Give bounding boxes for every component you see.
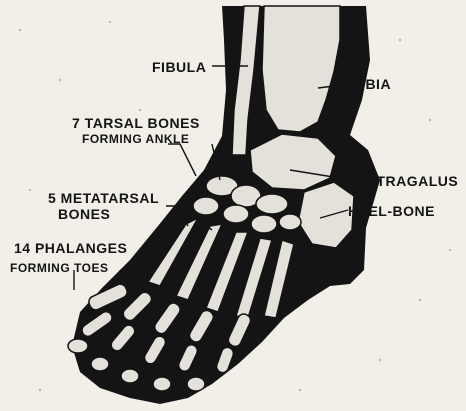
label-tarsal-line1: 7 TARSAL BONES [72,116,200,130]
label-metatarsal-line2: BONES [58,207,110,221]
label-tarsal-line2: FORMING ANKLE [82,133,189,145]
label-astragalus: ASTRAGALUS [356,174,458,188]
label-heel-bone: HEEL-BONE [348,204,435,218]
label-phalanges-line2: FORMING TOES [10,262,108,274]
label-phalanges-line1: 14 PHALANGES [14,241,127,255]
label-fibula: FIBULA [152,60,206,74]
label-tibia: TIBIA [352,77,391,91]
label-metatarsal-line1: 5 METATARSAL [48,191,159,205]
